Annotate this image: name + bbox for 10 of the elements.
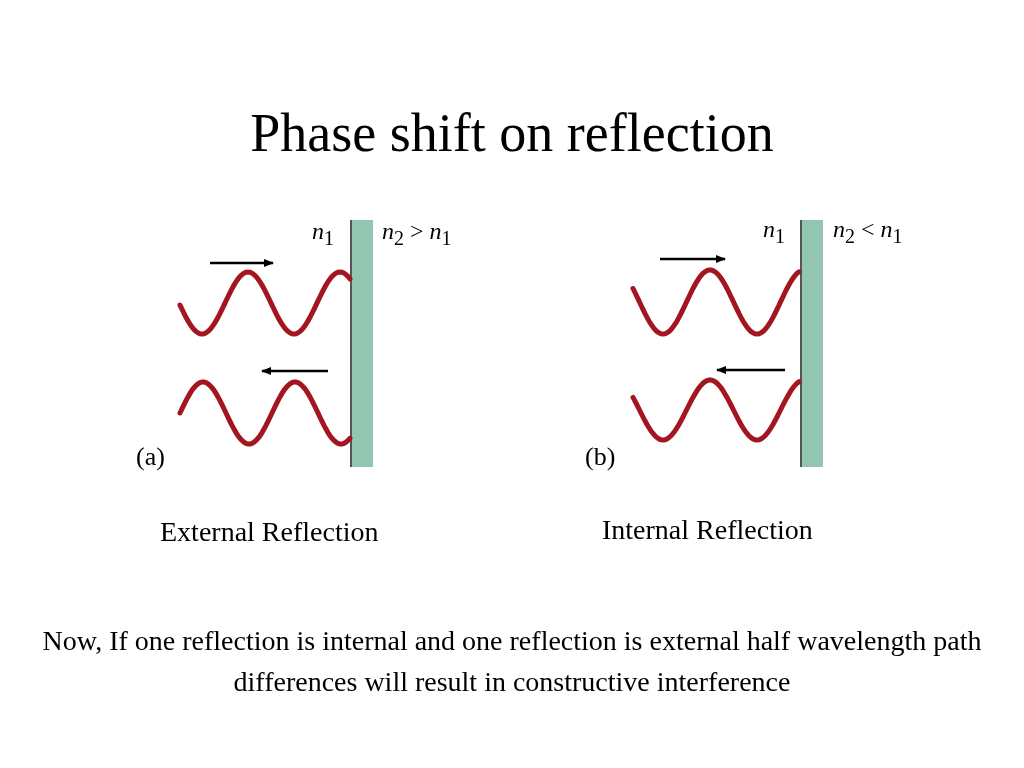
note-text: Now, If one reflection is internal and one reflection is external half wavelength path differences will result in constructive interference [41,624,983,699]
index-label: n$_{2}$ < n$_{1}$ [833,216,903,248]
caption-text: Internal Reflection [602,514,813,546]
panel-label: (b) [585,442,616,472]
index-label: n$_{1}$ [312,218,334,250]
index-label: n$_{2}$ > n$_{1}$ [382,218,452,250]
panel-label: (a) [136,442,165,472]
caption-text: External Reflection [160,516,379,548]
title: Phase shift on reflection [249,102,775,164]
index-label: n$_{1}$ [763,216,785,248]
